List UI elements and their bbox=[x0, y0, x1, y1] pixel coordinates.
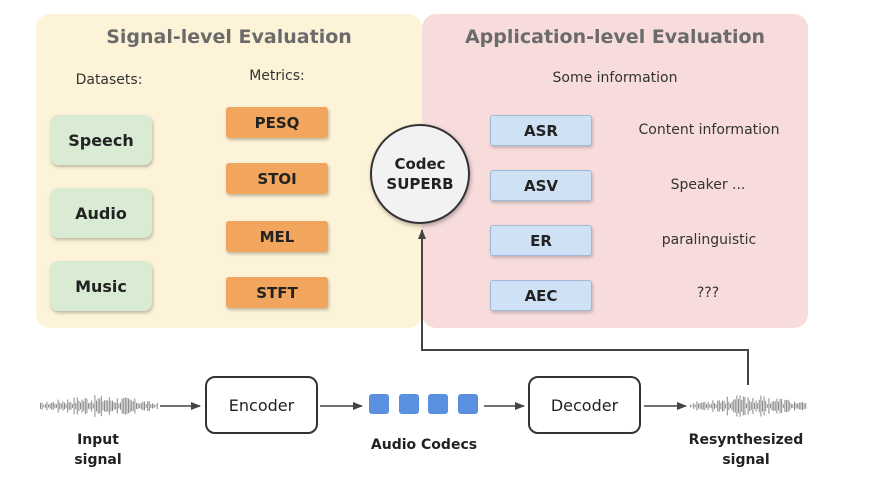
app-subtitle: Some information bbox=[552, 70, 678, 86]
task-info-er: paralinguistic bbox=[661, 232, 757, 248]
datasets-label: Datasets: bbox=[75, 72, 143, 88]
input-caption-line2: signal bbox=[74, 452, 122, 468]
dataset-audio: Audio bbox=[50, 188, 152, 238]
application-level-title: Application-level Evaluation bbox=[464, 26, 766, 48]
codec-token bbox=[428, 394, 448, 414]
metric-mel: MEL bbox=[226, 221, 328, 252]
dataset-speech: Speech bbox=[50, 115, 152, 165]
task-info-aec: ??? bbox=[696, 285, 720, 301]
output-waveform-icon bbox=[690, 395, 807, 417]
output-caption-line2: signal bbox=[722, 452, 770, 468]
metric-stft: STFT bbox=[226, 277, 328, 308]
task-info-asr: Content information bbox=[638, 122, 780, 138]
audio-codecs-caption: Audio Codecs bbox=[370, 437, 478, 453]
task-er: ER bbox=[490, 225, 592, 256]
arrow-feedback-to-codec bbox=[418, 229, 749, 385]
superb-label: SUPERB bbox=[386, 175, 454, 193]
task-asr: ASR bbox=[490, 115, 592, 146]
codec-label: Codec bbox=[394, 155, 446, 173]
metric-pesq: PESQ bbox=[226, 107, 328, 138]
metrics-label: Metrics: bbox=[249, 68, 305, 84]
signal-level-title: Signal-level Evaluation bbox=[106, 26, 352, 48]
codec-token bbox=[458, 394, 478, 414]
input-caption-line1: Input bbox=[77, 432, 119, 448]
input-waveform-icon bbox=[40, 395, 158, 417]
input-signal-caption: Input signal bbox=[74, 430, 121, 470]
task-asv: ASV bbox=[490, 170, 592, 201]
codec-token bbox=[399, 394, 419, 414]
codec-token bbox=[369, 394, 389, 414]
codec-superb-circle: Codec SUPERB bbox=[370, 124, 470, 224]
metric-stoi: STOI bbox=[226, 163, 328, 194]
task-aec: AEC bbox=[490, 280, 592, 311]
decoder-box: Decoder bbox=[528, 376, 641, 434]
dataset-music: Music bbox=[50, 261, 152, 311]
application-level-panel bbox=[422, 14, 808, 328]
task-info-asv: Speaker ... bbox=[670, 177, 746, 193]
encoder-box: Encoder bbox=[205, 376, 318, 434]
resynthesized-signal-caption: Resynthesized signal bbox=[689, 430, 804, 470]
output-caption-line1: Resynthesized bbox=[688, 432, 804, 448]
